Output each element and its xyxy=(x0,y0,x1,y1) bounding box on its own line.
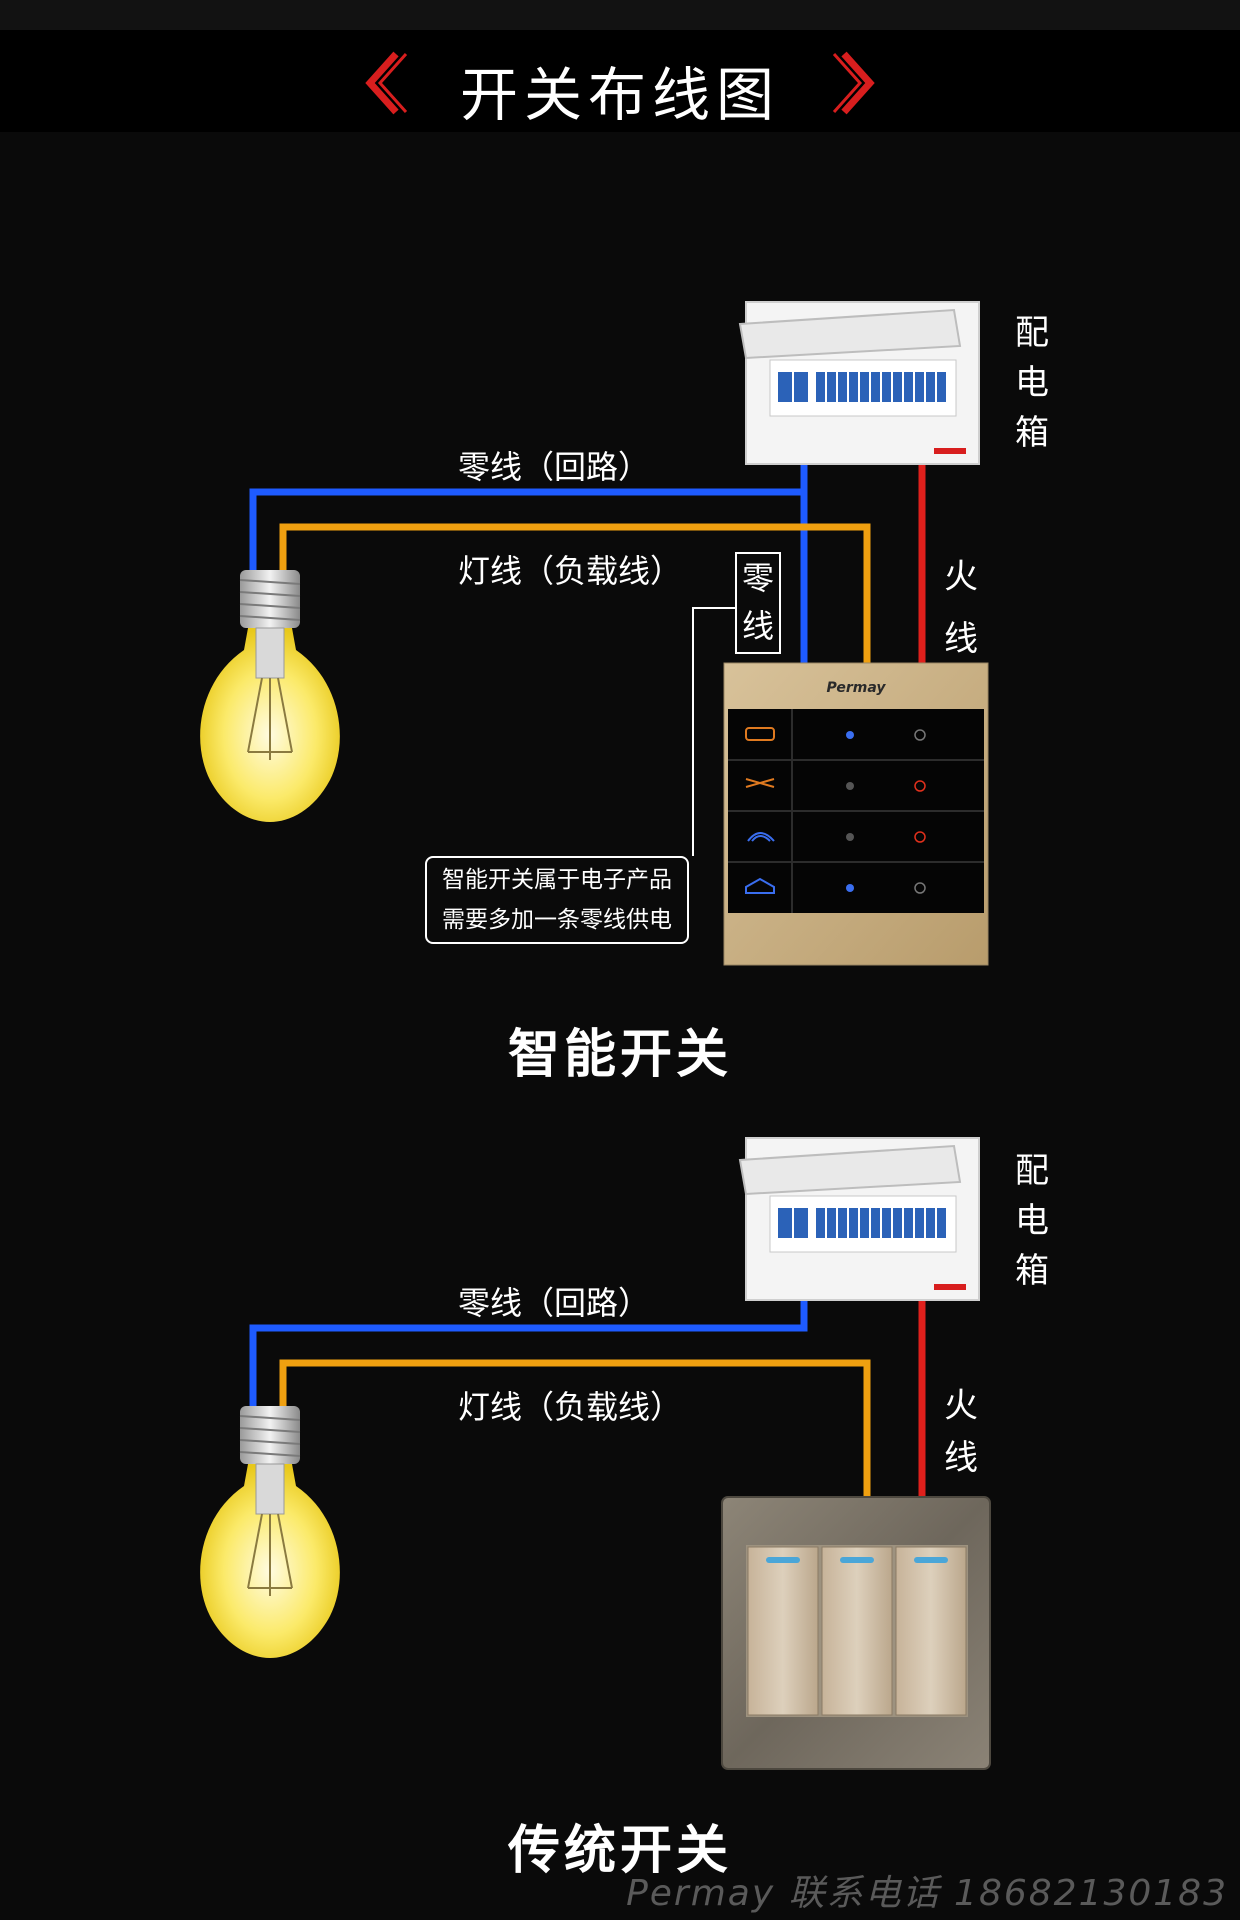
callout-char: 零 xyxy=(741,559,774,597)
distribution-box-label-2: 配 电 箱 xyxy=(1012,1146,1052,1296)
chevron-right-icon xyxy=(832,51,875,115)
box-label-char: 电 xyxy=(1015,363,1049,403)
note-line: 需要多加一条零线供电 xyxy=(442,907,672,933)
distribution-box-label: 配 电 箱 xyxy=(1012,308,1052,458)
neutral-callout-box: 零 线 xyxy=(735,552,781,654)
box-label-char: 配 xyxy=(1015,1151,1049,1191)
rocker-keys xyxy=(747,1546,967,1716)
indicator-icons xyxy=(846,729,926,894)
rocker-switch-panel xyxy=(721,1496,991,1770)
load-wire-2 xyxy=(279,1359,871,1498)
live-label-char: 线 xyxy=(944,619,978,659)
light-bulb-icon xyxy=(200,570,340,822)
box-label-char: 配 xyxy=(1015,313,1049,353)
light-bulb-icon-2 xyxy=(200,1406,340,1658)
page-title: 开关布线图 xyxy=(459,61,780,129)
watermark: Permay 联系电话 18682130183 xyxy=(626,1873,1228,1914)
smart-wires xyxy=(249,462,926,856)
distribution-box-2 xyxy=(738,1137,980,1301)
top-strip xyxy=(0,0,1240,30)
neutral-wire-label: 零线（回路） xyxy=(458,448,651,486)
neutral-wire-label-2: 零线（回路） xyxy=(458,1284,651,1322)
neutral-wire-2 xyxy=(249,1298,808,1408)
zero-pointer-line xyxy=(692,607,735,856)
live-label-char: 火 xyxy=(944,1386,978,1426)
box-label-char: 电 xyxy=(1015,1201,1049,1241)
box-label-char: 箱 xyxy=(1015,413,1049,453)
live-label-char: 线 xyxy=(944,1438,978,1478)
live-wire-label-2: 火 线 xyxy=(941,1380,981,1484)
smart-switch-title: 智能开关 xyxy=(507,1025,732,1085)
load-wire xyxy=(279,523,871,664)
scene-icons xyxy=(745,727,775,894)
brand-logo: Permay xyxy=(826,680,886,696)
traditional-switch-title: 传统开关 xyxy=(507,1821,732,1881)
box-label-char: 箱 xyxy=(1015,1251,1049,1291)
live-wire-label: 火 线 xyxy=(941,546,981,670)
chevron-left-icon xyxy=(365,51,408,115)
callout-char: 线 xyxy=(741,607,774,645)
smart-switch-note: 智能开关属于电子产品 需要多加一条零线供电 xyxy=(425,856,689,944)
distribution-box-1 xyxy=(738,301,980,465)
title-bar xyxy=(0,30,1240,132)
smart-switch-panel xyxy=(723,662,989,966)
load-wire-label-2: 灯线（负载线） xyxy=(458,1388,683,1426)
live-label-char: 火 xyxy=(944,557,978,597)
traditional-wires xyxy=(249,1298,926,1498)
note-line: 智能开关属于电子产品 xyxy=(442,867,672,893)
load-wire-label: 灯线（负载线） xyxy=(458,552,683,590)
